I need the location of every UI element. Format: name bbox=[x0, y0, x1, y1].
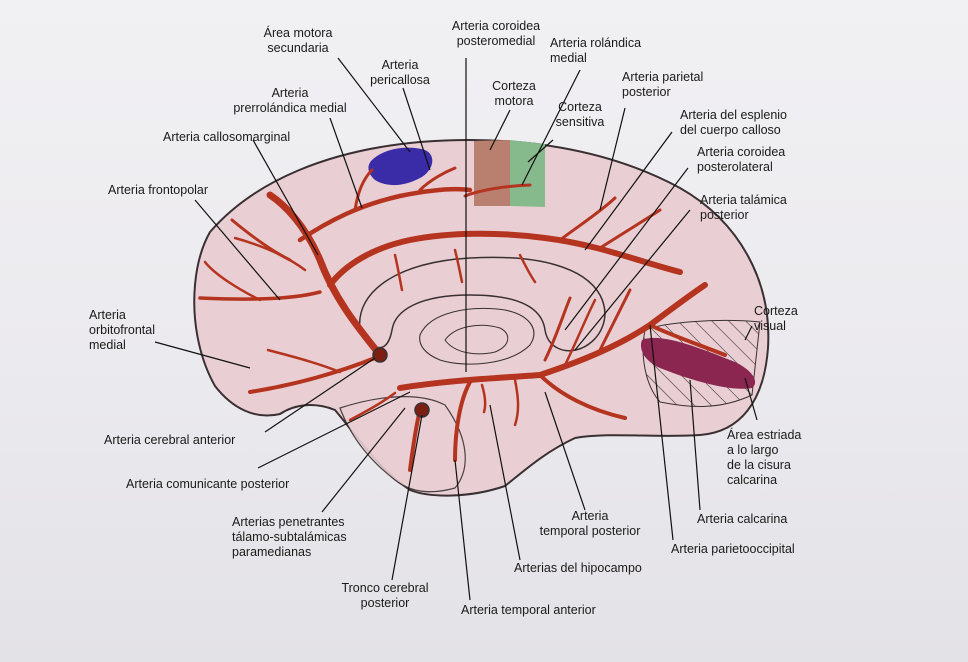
secondary-motor-area bbox=[368, 147, 433, 186]
label-arteria-pericallosa: Arteria pericallosa bbox=[370, 58, 430, 87]
label-corteza-motora: Corteza motora bbox=[492, 79, 536, 108]
motor-cortex bbox=[474, 140, 510, 206]
label-arteria-cerebral-anterior: Arteria cerebral anterior bbox=[104, 433, 236, 447]
posterior-cerebral-origin bbox=[414, 402, 430, 418]
label-arteria-calcarina: Arteria calcarina bbox=[697, 512, 788, 526]
label-arteria-coroidea-posterolateral: Arteria coroidea posterolateral bbox=[697, 145, 786, 174]
label-area-motora-secundaria: Área motora secundaria bbox=[263, 26, 333, 55]
label-arteria-esplenio: Arteria del esplenio del cuerpo calloso bbox=[680, 108, 788, 137]
label-arteria-rolandica-medial: Arteria rolándica medial bbox=[550, 36, 642, 65]
brainstem-region bbox=[339, 396, 466, 493]
label-corteza-visual: Corteza visual bbox=[754, 304, 798, 333]
label-arteria-frontopolar: Arteria frontopolar bbox=[108, 183, 209, 197]
brain-hemisphere bbox=[193, 138, 770, 497]
label-arteria-prerrolandica-medial: Arteria prerrolándica medial bbox=[233, 86, 347, 115]
label-arteria-callosomarginal: Arteria callosomarginal bbox=[163, 130, 291, 144]
label-arterias-penetrantes: Arterias penetrantes tálamo-subtalámicas… bbox=[232, 515, 347, 559]
arteries bbox=[198, 166, 727, 472]
label-arteria-parietooccipital: Arteria parietooccipital bbox=[671, 542, 795, 556]
calcarine-striate-area bbox=[640, 337, 756, 389]
label-arteria-talamica-posterior: Arteria talámica posterior bbox=[700, 193, 787, 222]
label-arteria-parietal-posterior: Arteria parietal posterior bbox=[622, 70, 704, 99]
label-arterias-del-hipocampo: Arterias del hipocampo bbox=[514, 561, 642, 575]
label-arteria-orbitofrontal-medial: Arteria orbitofrontal medial bbox=[89, 308, 156, 352]
label-tronco-cerebral-posterior: Tronco cerebral posterior bbox=[341, 581, 429, 610]
label-arteria-coroidea-posteromedial: Arteria coroidea posteromedial bbox=[451, 19, 541, 48]
label-arteria-temporal-anterior: Arteria temporal anterior bbox=[461, 603, 596, 617]
thalamus-outline bbox=[419, 307, 535, 365]
anterior-cerebral-origin bbox=[372, 347, 388, 363]
label-area-estriada: Área estriada a lo largo de la cisura ca… bbox=[727, 428, 802, 487]
label-arteria-temporal-posterior: Arteria temporal posterior bbox=[539, 509, 641, 538]
label-arteria-comunicante-posterior: Arteria comunicante posterior bbox=[126, 477, 290, 491]
label-corteza-sensitiva: Corteza sensitiva bbox=[555, 100, 605, 129]
thalamus-inner bbox=[444, 324, 509, 355]
leader-lines bbox=[154, 57, 758, 601]
